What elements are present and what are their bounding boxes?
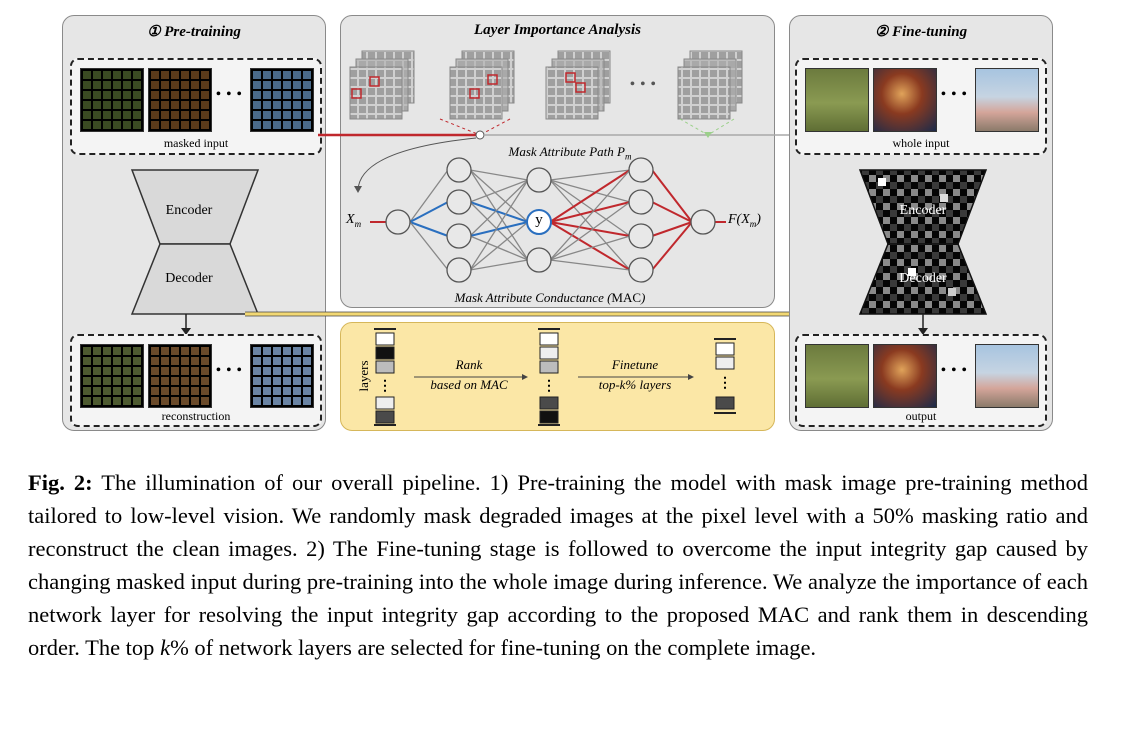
y-node-label: y bbox=[535, 212, 543, 228]
finetune-line-2: top-k% layers bbox=[598, 377, 672, 392]
rank-line-2: based on MAC bbox=[430, 377, 508, 392]
hidden2-node bbox=[526, 247, 552, 273]
caption-body: The illumination of our overall pipeline… bbox=[28, 470, 1088, 660]
whole-input-label: whole input bbox=[892, 136, 950, 150]
layer-columns: ⋮ ⋮ ⋮ bbox=[374, 328, 736, 426]
mac-label: Mask Attribute Conductance (MAC) bbox=[420, 290, 680, 306]
input-xm-label: Xm bbox=[346, 212, 361, 229]
network-edges bbox=[370, 169, 726, 271]
finetuning-encoder-label: Encoder bbox=[899, 203, 947, 218]
output-label-main: X bbox=[741, 212, 750, 227]
output-label: output bbox=[905, 409, 937, 423]
output-box: • • • output bbox=[795, 334, 1047, 427]
network-nodes bbox=[385, 157, 716, 283]
hidden1-node bbox=[446, 223, 472, 249]
finetuning-encoder-decoder bbox=[858, 169, 988, 315]
svg-text:⋮: ⋮ bbox=[378, 379, 392, 394]
input-node bbox=[385, 209, 411, 235]
neural-network bbox=[370, 157, 726, 283]
mac-label-pre: Mask Attribute Conductance ( bbox=[454, 290, 612, 305]
input-label-main: X bbox=[346, 212, 355, 227]
hidden1-node bbox=[446, 189, 472, 215]
pretraining-encoder-label: Encoder bbox=[165, 203, 213, 218]
pretraining-title: ① Pre-training bbox=[147, 24, 241, 40]
hidden3-node bbox=[628, 257, 654, 283]
pretraining-encoder-decoder bbox=[130, 169, 260, 315]
output-label-post: ) bbox=[756, 212, 761, 227]
mac-label-abbr: MAC bbox=[611, 290, 642, 305]
whole-input-image-2 bbox=[873, 68, 937, 132]
analysis-title: Layer Importance Analysis bbox=[474, 22, 641, 38]
caption-lead: Fig. 2: bbox=[28, 470, 93, 495]
mac-label-post: ) bbox=[641, 290, 646, 305]
ellipsis: • • • bbox=[216, 87, 243, 102]
output-fxm-label: F(Xm) bbox=[728, 212, 761, 229]
path-label-main: Mask Attribute Path bbox=[508, 144, 617, 159]
svg-text:⋮: ⋮ bbox=[718, 376, 732, 391]
ellipsis: • • • bbox=[630, 77, 657, 92]
figure-caption: Fig. 2: The illumination of our overall … bbox=[28, 466, 1088, 664]
layer-column-finetune: ⋮ bbox=[714, 338, 736, 414]
hidden3-node bbox=[628, 189, 654, 215]
reconstruction-image-3 bbox=[250, 344, 314, 408]
whole-input-image-3 bbox=[975, 68, 1039, 132]
finetuning-decoder-label: Decoder bbox=[899, 271, 947, 286]
finetune-line-1: Finetune bbox=[611, 357, 659, 372]
output-label-pre: F( bbox=[728, 212, 742, 227]
stack-3 bbox=[545, 50, 611, 120]
output-label-sub: m bbox=[749, 218, 757, 229]
input-label-sub: m bbox=[354, 218, 362, 229]
stack-4 bbox=[677, 50, 743, 120]
decoder-shape bbox=[858, 243, 988, 315]
stack-1 bbox=[349, 50, 415, 120]
rank-line-1: Rank bbox=[455, 357, 483, 372]
connection-lines bbox=[245, 130, 867, 323]
svg-text:⋮: ⋮ bbox=[542, 379, 556, 394]
masked-input-image-2 bbox=[148, 68, 212, 132]
whole-input-box: • • • whole input bbox=[795, 58, 1047, 155]
layer-stacks bbox=[349, 50, 743, 135]
down-arrow bbox=[918, 314, 928, 335]
hidden1-node bbox=[446, 257, 472, 283]
layer-column-ranked: ⋮ bbox=[538, 328, 560, 426]
hidden1-node bbox=[446, 157, 472, 183]
down-arrow bbox=[181, 314, 191, 335]
ellipsis: • • • bbox=[216, 363, 243, 378]
hidden2-node bbox=[526, 167, 552, 193]
masked-input-box: • • • masked input bbox=[70, 58, 322, 155]
reconstruction-box: • • • reconstruction bbox=[70, 334, 322, 427]
mask-attribute-path-label: Mask Attribute Path Pm bbox=[470, 144, 670, 162]
output-image-2 bbox=[873, 344, 937, 408]
output-node bbox=[690, 209, 716, 235]
caption-k: k bbox=[160, 635, 171, 660]
masked-input-image-1 bbox=[80, 68, 144, 132]
y-node bbox=[526, 209, 552, 235]
ellipsis: • • • bbox=[941, 363, 968, 378]
masked-input-label: masked input bbox=[163, 136, 229, 150]
reconstruction-label: reconstruction bbox=[161, 409, 231, 423]
reconstruction-image-2 bbox=[148, 344, 212, 408]
output-image-1 bbox=[805, 344, 869, 408]
finetuning-title: ② Fine-tuning bbox=[874, 24, 968, 40]
caption-tail: % of network layers are selected for fin… bbox=[170, 635, 817, 660]
path-label-sub: m bbox=[624, 151, 632, 162]
path-label-sym: P bbox=[617, 144, 625, 159]
whole-input-image-1 bbox=[805, 68, 869, 132]
stack-2 bbox=[449, 50, 515, 120]
hidden3-node bbox=[628, 157, 654, 183]
hidden3-node bbox=[628, 223, 654, 249]
layer-column-before: ⋮ bbox=[374, 328, 396, 426]
ellipsis: • • • bbox=[941, 87, 968, 102]
reconstruction-image-1 bbox=[80, 344, 144, 408]
pretraining-decoder-label: Decoder bbox=[165, 271, 213, 286]
masked-input-image-3 bbox=[250, 68, 314, 132]
output-image-3 bbox=[975, 344, 1039, 408]
